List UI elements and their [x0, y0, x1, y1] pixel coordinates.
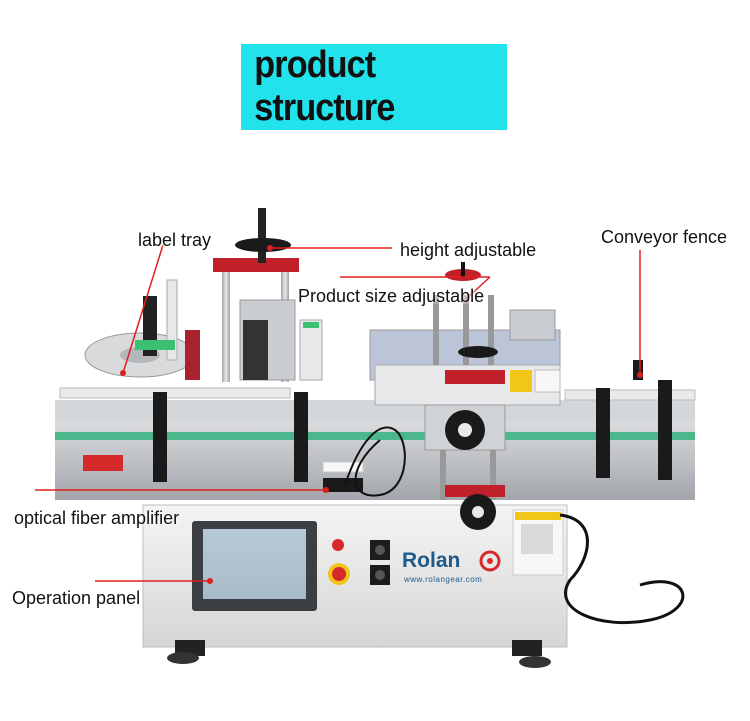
brand-url: www.rolangear.com	[404, 575, 483, 584]
callout-product-size-adjustable: Product size adjustable	[298, 286, 485, 306]
conveyor-fence-left	[59, 387, 308, 482]
brand-name: Rolan	[402, 549, 461, 572]
label-tray-assembly	[84, 279, 200, 380]
page-title: product structure	[254, 44, 395, 129]
power-cable	[559, 513, 685, 625]
product-size-adjuster	[424, 370, 506, 530]
leader-lines	[35, 244, 643, 584]
optical-fiber-amplifier	[322, 426, 406, 497]
labeling-head	[369, 262, 561, 406]
warning-sticker	[512, 509, 564, 576]
brand-logo-icon	[479, 550, 501, 572]
callout-conveyor-fence: Conveyor fence	[601, 227, 728, 247]
callout-operation-panel: Operation panel	[12, 588, 141, 608]
callout-height-adjustable: height adjustable	[400, 240, 537, 260]
height-adjust-column	[213, 208, 323, 382]
conveyor-fence-right	[564, 360, 696, 480]
callout-label-tray: label tray	[138, 230, 212, 250]
title-banner: product structure	[241, 44, 507, 130]
control-buttons	[328, 539, 390, 585]
operation-panel-screen	[192, 521, 317, 611]
callout-optical-fiber-amplifier: optical fiber amplifier	[14, 508, 180, 528]
